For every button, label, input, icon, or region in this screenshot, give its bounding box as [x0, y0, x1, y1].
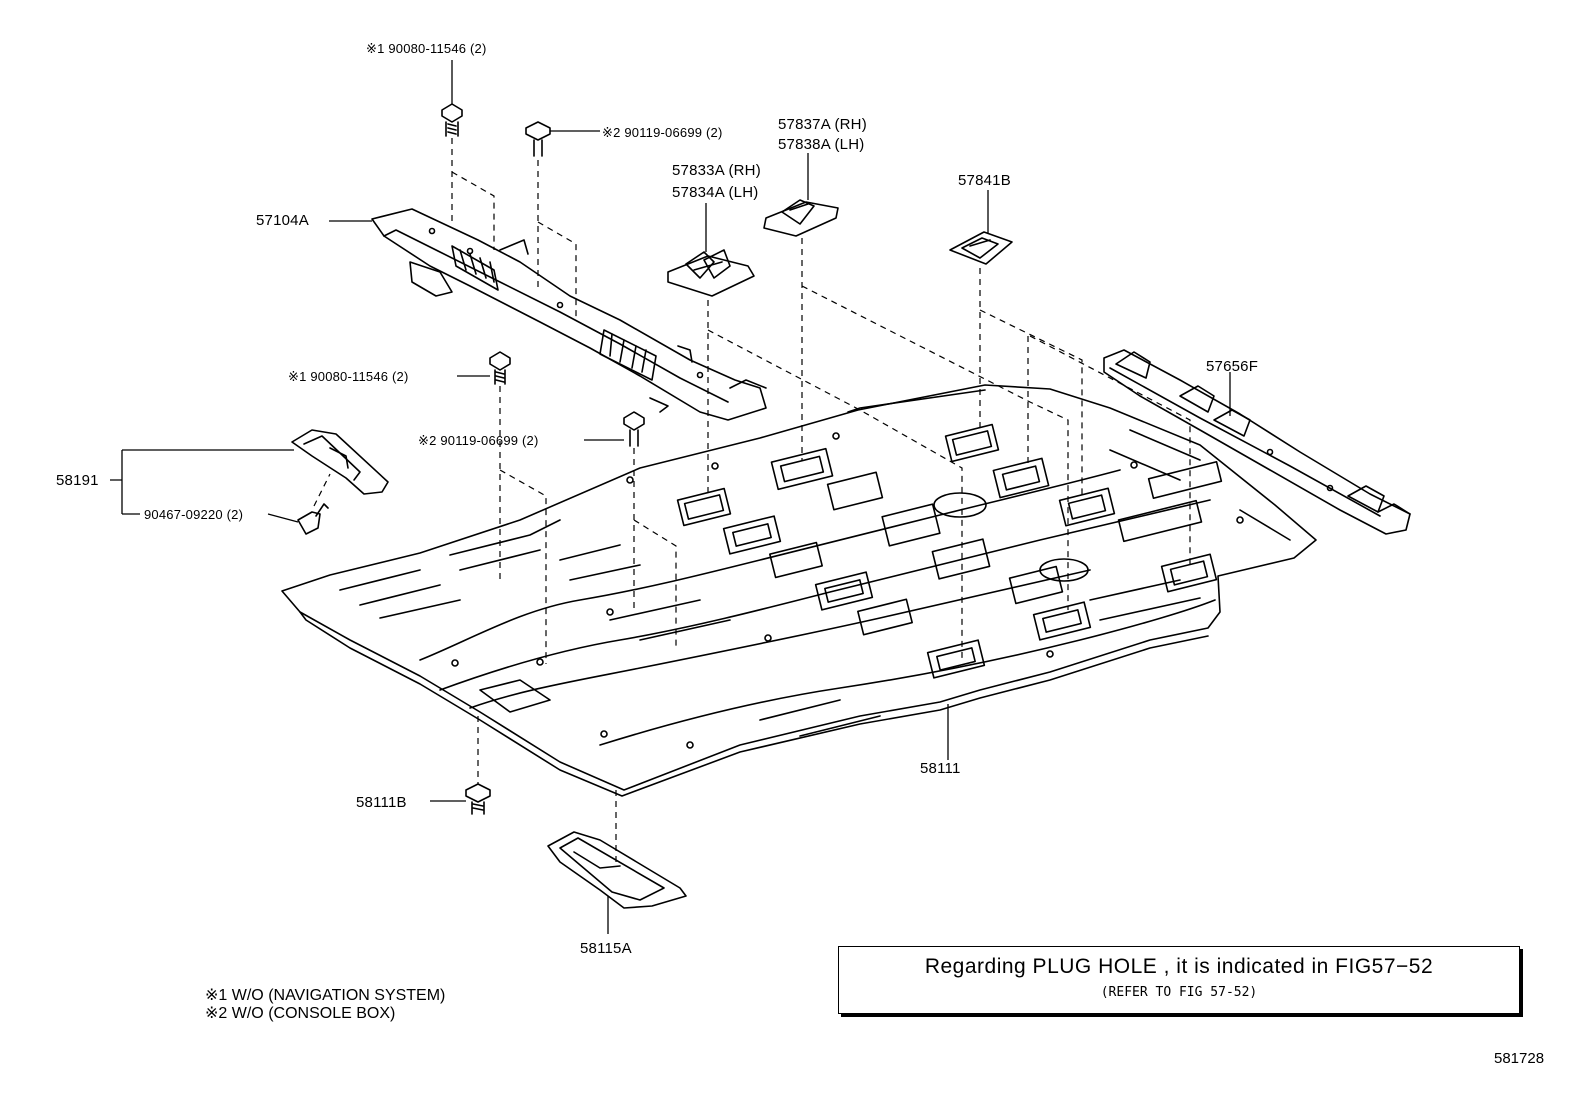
plug-hole-reference: (REFER TO FIG 57-52) [1100, 985, 1258, 1000]
callout-mid-bolt-1: ※1 90080-11546 (2) [288, 369, 409, 384]
callout-mid-bolt-2: ※2 90119-06699 (2) [418, 433, 539, 448]
callout-57838A: 57838A (LH) [778, 136, 865, 153]
figure-number: 581728 [1494, 1050, 1545, 1067]
callout-57837A: 57837A (RH) [778, 116, 867, 133]
callout-90467: 90467-09220 (2) [144, 507, 244, 522]
floor-pan-58111 [281, 384, 1317, 797]
rail-57656F [1103, 349, 1411, 535]
callout-57841B: 57841B [958, 172, 1011, 189]
pad-57833A [667, 249, 755, 297]
footnote-1: ※1 W/O (NAVIGATION SYSTEM) [205, 987, 446, 1004]
callout-57834A: 57834A (LH) [672, 184, 759, 201]
callout-58115A: 58115A [580, 940, 632, 957]
pad-57837A [763, 199, 839, 237]
footnote-2: ※2 W/O (CONSOLE BOX) [205, 1005, 396, 1022]
plug-hole-note: Regarding PLUG HOLE , it is indicated in… [924, 955, 1434, 978]
callout-top-bolt-2: ※2 90119-06699 (2) [602, 125, 723, 140]
bracket-58191 [291, 429, 389, 495]
callout-58191: 58191 [56, 472, 99, 489]
bolt-mid-2 [623, 411, 645, 447]
callout-58111B: 58111B [356, 794, 407, 811]
footnotes: ※1 W/O (NAVIGATION SYSTEM) ※2 W/O (CONSO… [205, 987, 445, 1023]
reinforcement-57104A [371, 208, 767, 421]
callout-57104A: 57104A [256, 212, 309, 229]
pad-57841B [949, 231, 1013, 265]
bolt-58111B [465, 783, 491, 815]
callout-58111: 58111 [920, 760, 961, 777]
plate-58115A [547, 831, 687, 909]
clip-90467 [297, 503, 329, 535]
bolt-mid-1 [489, 351, 511, 385]
callout-57833A: 57833A (RH) [672, 162, 761, 179]
callout-top-bolt-1: ※1 90080-11546 (2) [366, 41, 487, 56]
bolt-top-1 [441, 103, 463, 137]
plug-hole-note-box: Regarding PLUG HOLE , it is indicated in… [838, 946, 1520, 1014]
callout-57656F: 57656F [1206, 358, 1259, 375]
bolt-top-2 [525, 121, 551, 157]
